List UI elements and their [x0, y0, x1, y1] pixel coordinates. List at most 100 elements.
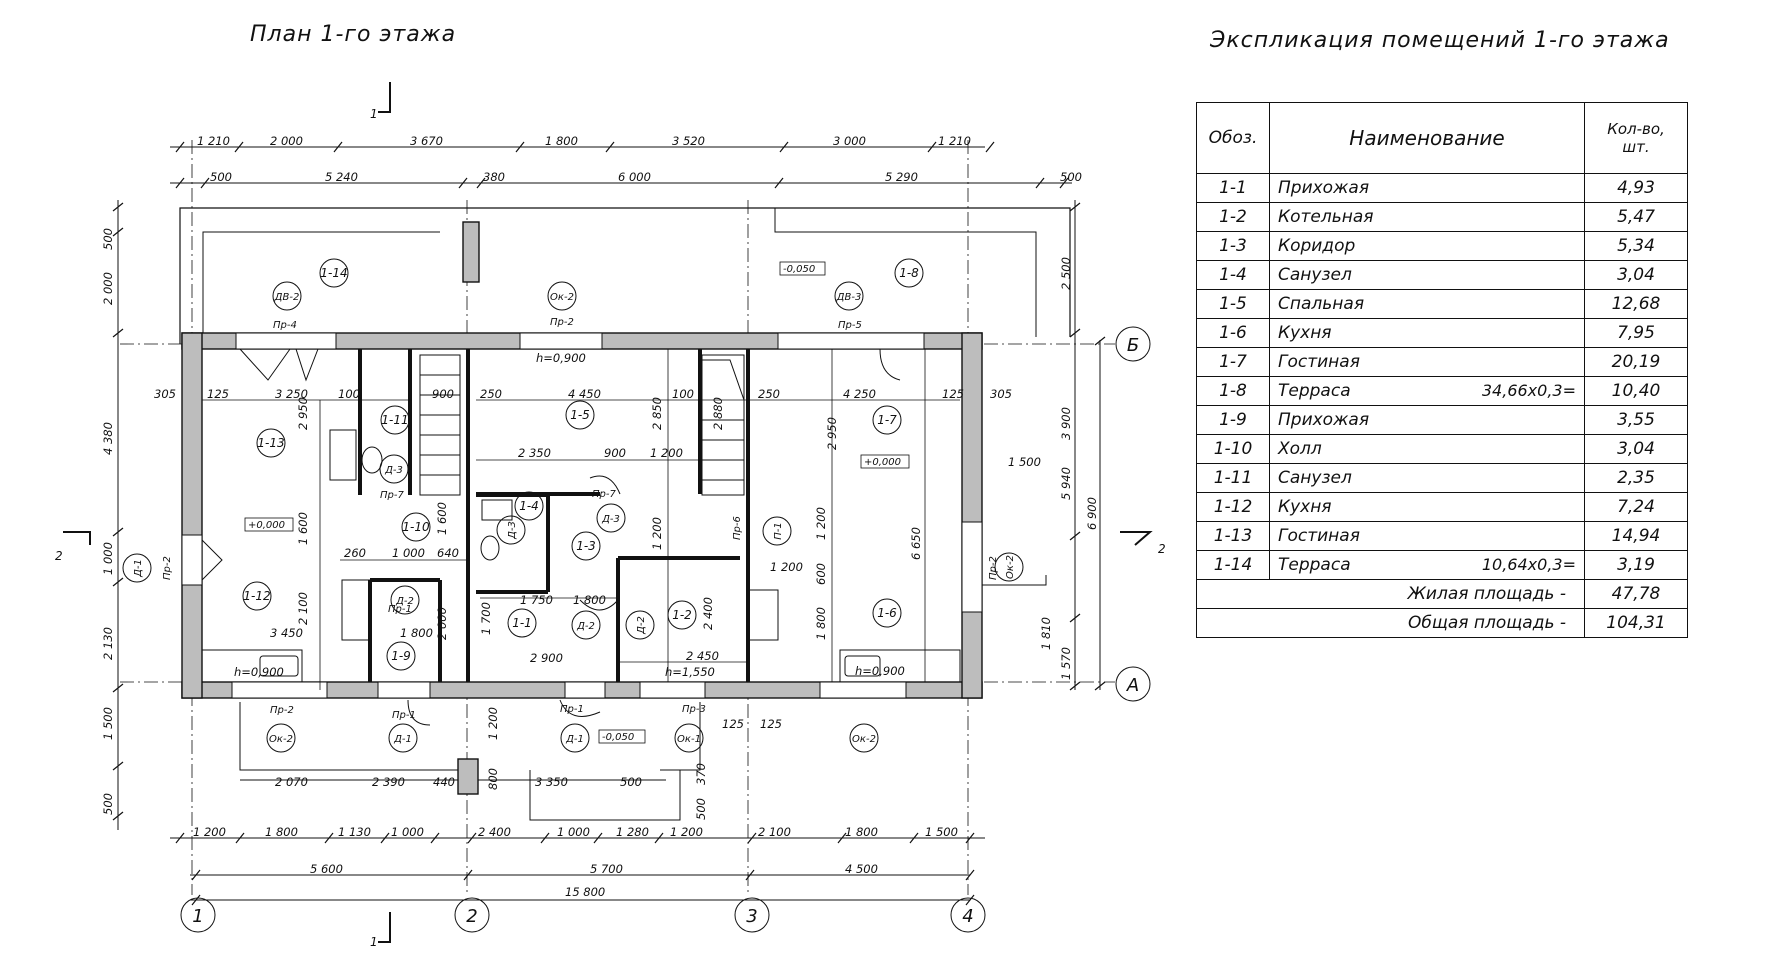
room-1-11: 1-11: [381, 413, 408, 427]
inner-dim: 260: [344, 546, 366, 560]
inner-dim: 2 950: [296, 397, 310, 430]
row-name-cell: Санузел: [1269, 260, 1585, 290]
kitchen-counter-12: [201, 649, 303, 683]
dim-top-1: 1 210: [197, 134, 230, 148]
dim-top-1: 2 000: [270, 134, 303, 148]
inner-dim: 2 450: [686, 649, 719, 663]
header-count: Кол-во, шт.: [1584, 102, 1688, 174]
room-1-1: 1-1: [512, 616, 532, 630]
inner-dim: 1 600: [435, 502, 449, 535]
opening-d1-b: Д-1: [565, 734, 584, 745]
row-name: Терраса: [1278, 381, 1351, 401]
lintel-pr6: Пр-6: [732, 516, 743, 540]
room-1-13: 1-13: [257, 436, 284, 450]
axis-label-B: Б: [1127, 335, 1139, 356]
inner-dim: 125: [760, 717, 782, 731]
inner-dim: 2 400: [701, 597, 715, 630]
dim-left: 2 000: [101, 272, 115, 305]
opening-ok2-se: Ок-2: [852, 734, 876, 745]
toilet-11: [361, 446, 383, 474]
cut-mark-top: [378, 82, 391, 113]
dim-bottom-1: 2 100: [758, 825, 791, 839]
total-area-value: 104,31: [1584, 608, 1688, 638]
door-d1-south-b: [559, 699, 601, 717]
dim-bottom-1: 1 200: [670, 825, 703, 839]
cut-label-right: 2: [1158, 542, 1166, 556]
opening-p1: П-1: [773, 522, 784, 540]
kitchen-counter-6: [839, 649, 961, 683]
opening-d1-west: Д-1: [133, 559, 144, 578]
stove-6: [747, 589, 779, 641]
inner-dim: 305: [990, 387, 1012, 401]
level-porch: -0,050: [602, 732, 634, 743]
row-name-cell: Коридор: [1269, 231, 1585, 261]
dim-top-1: 3 520: [672, 134, 705, 148]
cut-label-top: 1: [370, 107, 378, 121]
axis-bubble-B: [1115, 326, 1151, 362]
inner-dim: 4 250: [843, 387, 876, 401]
row-name: Кухня: [1278, 323, 1332, 343]
dim-left: 4 380: [101, 422, 115, 455]
inner-dim: 1 800: [814, 607, 828, 640]
dim-top-2: 380: [483, 170, 505, 184]
dim-bottom-1: 1 000: [557, 825, 590, 839]
inner-dim: 2 070: [275, 775, 308, 789]
dim-left: 1 000: [101, 542, 115, 575]
row-code: 1-5: [1196, 289, 1270, 319]
room-1-3: 1-3: [576, 539, 596, 553]
lintel-pr1-b: Пр-1: [560, 704, 584, 715]
room-1-10: 1-10: [402, 520, 430, 534]
dim-bottom-1: 1 130: [338, 825, 371, 839]
header-code: Обоз.: [1196, 102, 1270, 174]
level-room-7: +0,000: [864, 457, 901, 468]
row-value: 3,04: [1584, 260, 1688, 290]
dim-total: 15 800: [565, 885, 605, 899]
table-row: 1-9 Прихожая 3,55: [1196, 405, 1688, 435]
room-1-12: 1-12: [243, 589, 270, 603]
table-row: 1-2 Котельная 5,47: [1196, 202, 1688, 232]
lintel-pr1-a: Пр-1: [392, 710, 416, 721]
porch-outline-left: [239, 702, 466, 771]
dim-left: 500: [101, 228, 115, 250]
row-value: 3,55: [1584, 405, 1688, 435]
axis-label-2: 2: [466, 906, 477, 927]
table-row: 1-10 Холл 3,04: [1196, 434, 1688, 464]
inner-dim: 2 880: [711, 397, 725, 430]
inner-dim: 1 200: [650, 517, 664, 550]
row-code: 1-2: [1196, 202, 1270, 232]
row-value: 12,68: [1584, 289, 1688, 319]
table-row: 1-6 Кухня 7,95: [1196, 318, 1688, 348]
height-kitchen-6: h=0,900: [855, 664, 905, 678]
opening-d1-a: Д-1: [393, 734, 412, 745]
level-room-13: +0,000: [248, 520, 285, 531]
stove-12: [341, 579, 371, 641]
row-code: 1-4: [1196, 260, 1270, 290]
inner-dim: 900: [432, 387, 454, 401]
lintel-pr7-a: Пр-7: [380, 490, 404, 501]
cut-label-bottom: 1: [370, 935, 378, 949]
inner-dim: 2 390: [372, 775, 405, 789]
row-name: Гостиная: [1278, 526, 1360, 546]
lintel-pr2-north: Пр-2: [550, 317, 574, 328]
lintel-pr2-east: Пр-2: [988, 556, 999, 580]
row-value: 5,47: [1584, 202, 1688, 232]
row-code: 1-8: [1196, 376, 1270, 406]
lintel-pr1-west: Пр-2: [162, 556, 173, 580]
row-value: 5,34: [1584, 231, 1688, 261]
inner-dim: 800: [486, 768, 500, 790]
inner-dim: 1 200: [486, 707, 500, 740]
inner-dim: 3 250: [275, 387, 308, 401]
floor-plan-drawing: 1 210 2 000 3 670 1 800 3 520 3 000 1 21…: [55, 82, 1166, 949]
dim-left: 1 500: [101, 707, 115, 740]
row-name: Гостиная: [1278, 352, 1360, 372]
row-name-cell: Прихожая: [1269, 405, 1585, 435]
dim-top-1: 1 210: [938, 134, 971, 148]
dim-bottom-1: 1 200: [193, 825, 226, 839]
dim-top-2: 5 240: [325, 170, 358, 184]
opening-ok2-north: Ок-2: [550, 292, 574, 303]
axis-label-3: 3: [746, 906, 757, 927]
level-terrace: -0,050: [783, 264, 815, 275]
